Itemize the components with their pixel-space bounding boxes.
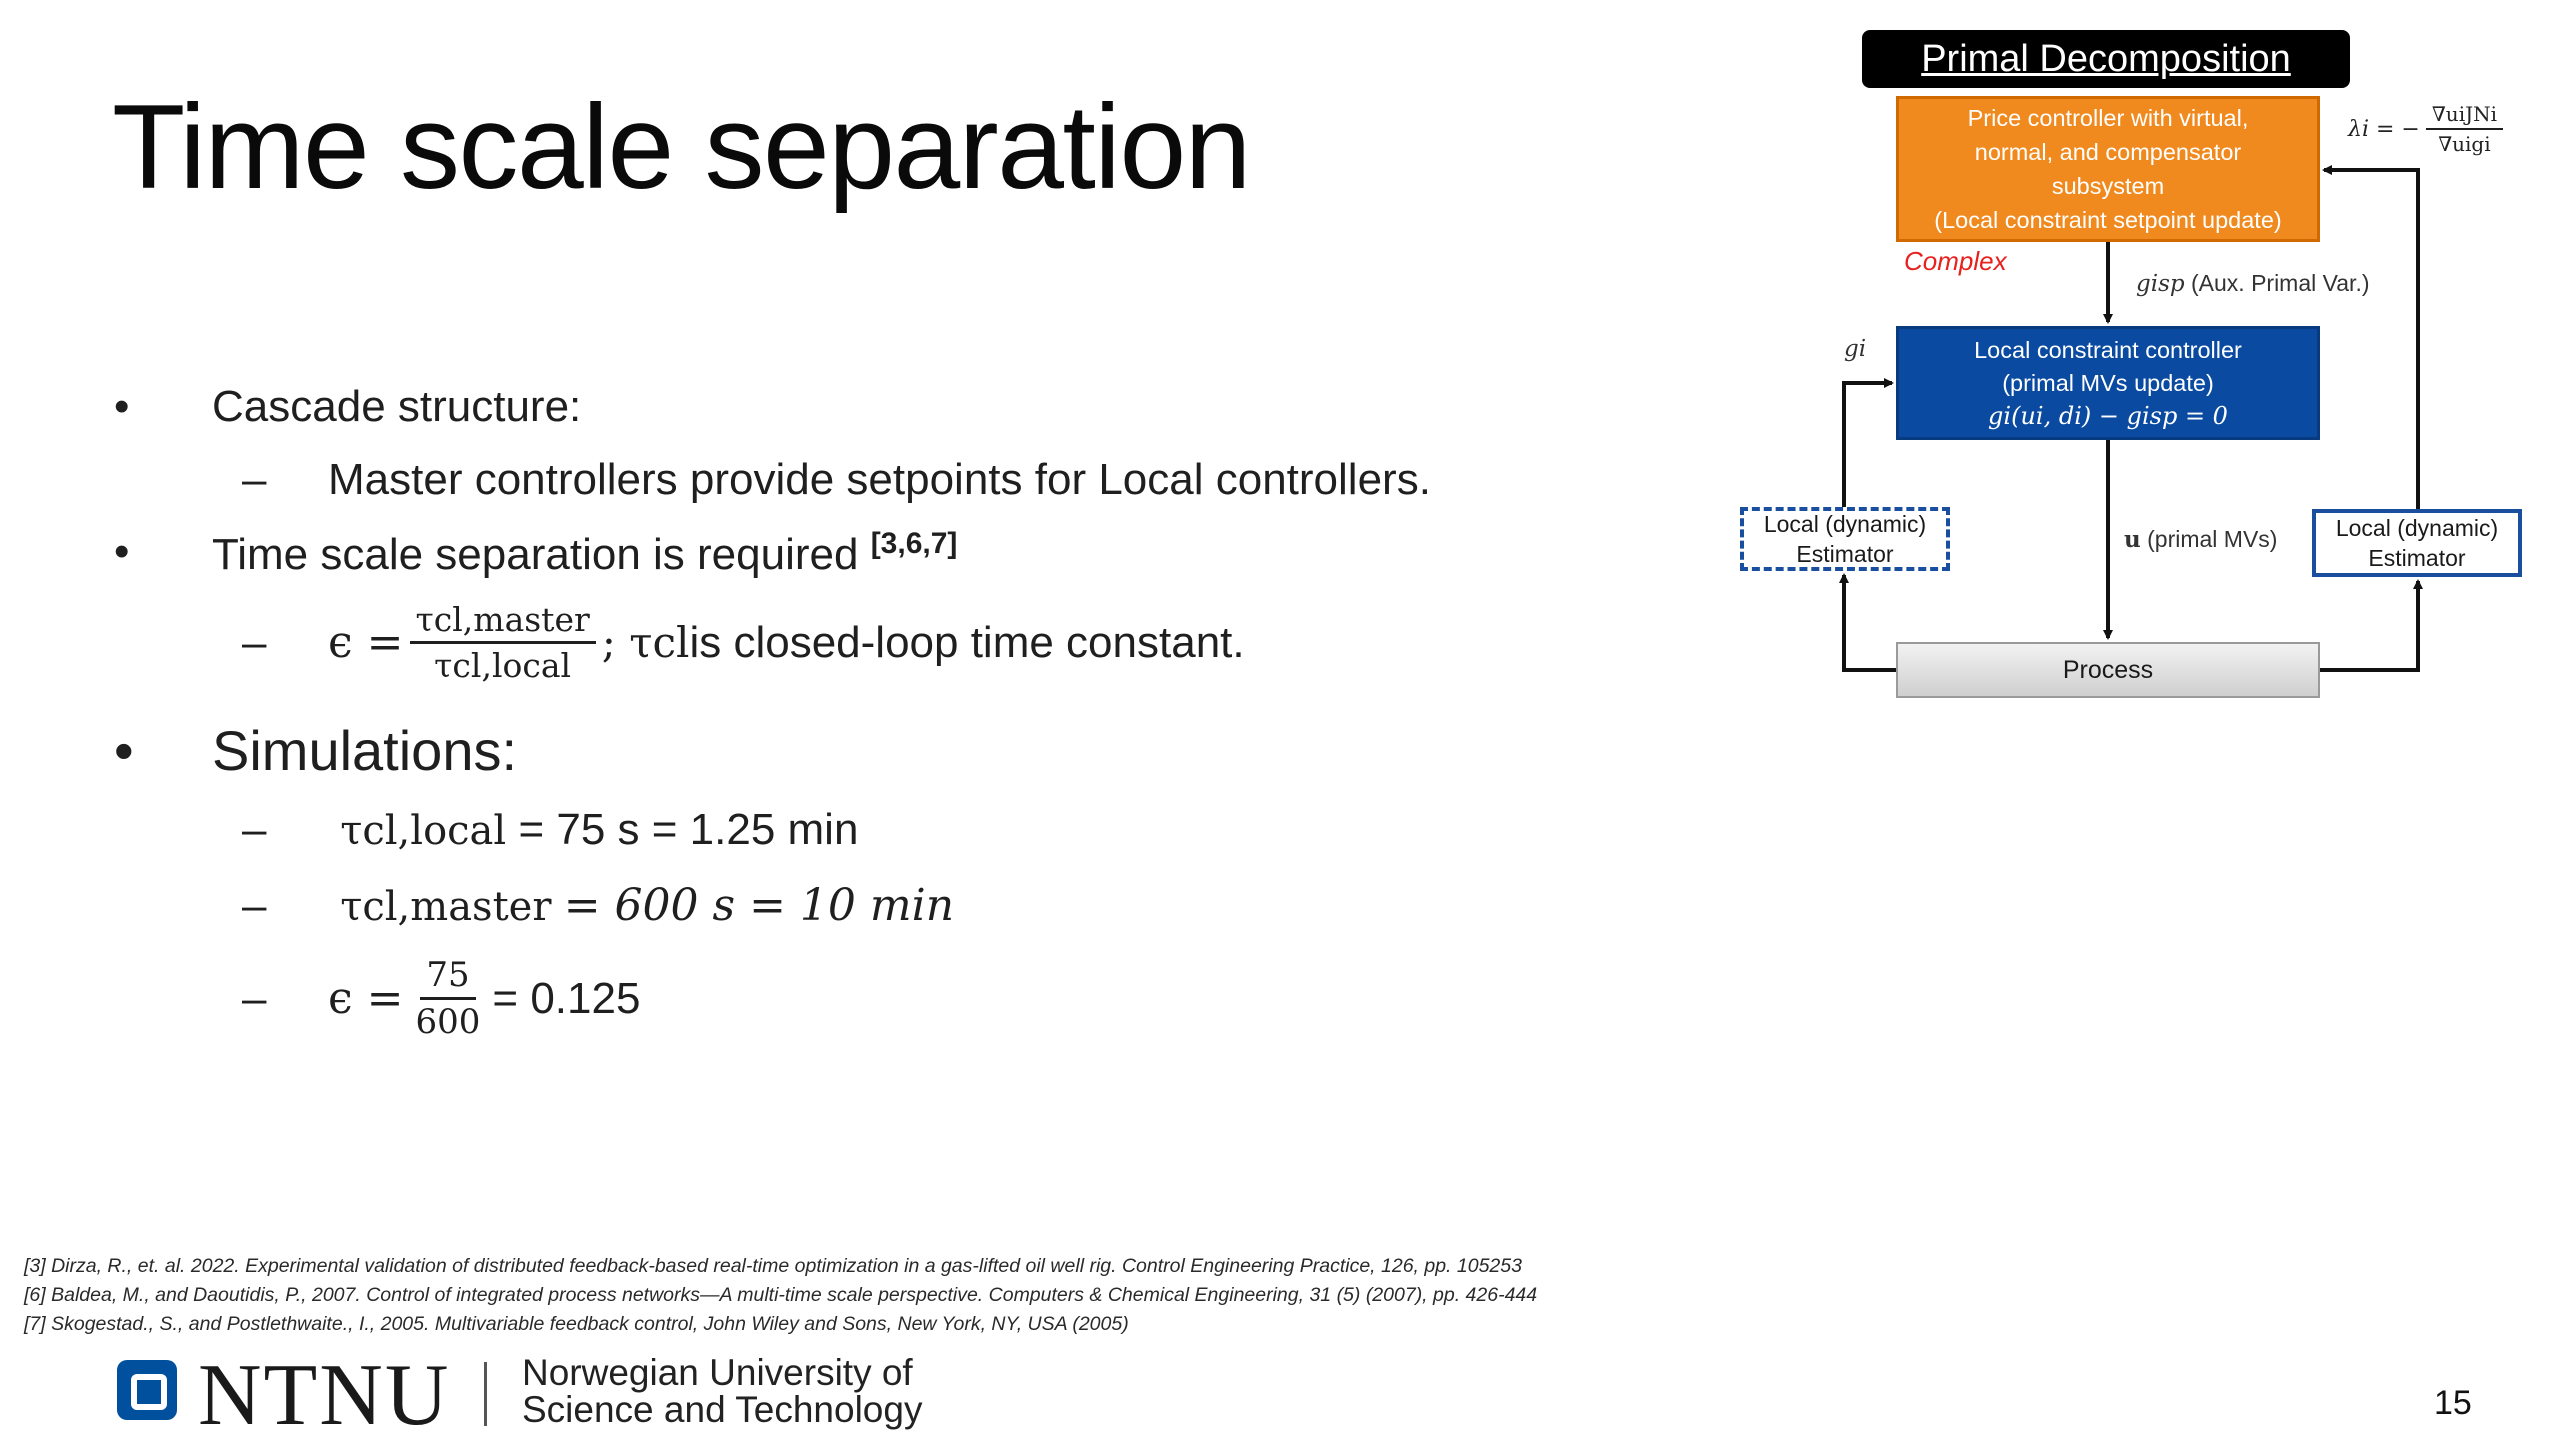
subbullet-text: Master controllers provide setpoints for…	[328, 455, 1431, 504]
lcc-line: (primal MVs update)	[2002, 369, 2214, 396]
price-line: Price controller with virtual,	[1967, 105, 2249, 131]
bullet-text: Simulations:	[212, 719, 518, 782]
reference-3: [3] Dirza, R., et. al. 2022. Experimenta…	[24, 1255, 1522, 1277]
tau-master-symbol: τcl,master	[340, 884, 552, 930]
bullet-cascade: • Cascade structure:	[114, 382, 581, 432]
arrow-left-estimator-to-lcc	[1842, 378, 1894, 507]
bullet-text: Cascade structure:	[212, 382, 582, 431]
dash-mark: –	[242, 455, 267, 504]
epsilon-fraction: τcl,master τcl,local	[409, 600, 596, 685]
university-name-line2: Science and Technology	[522, 1389, 923, 1430]
process-label: Process	[2062, 655, 2154, 684]
gi-label: gi	[1844, 336, 1867, 362]
ntnu-logo-text: NTNU	[198, 1347, 451, 1444]
estimator-line: Estimator	[1796, 541, 1894, 567]
estimator-line: Estimator	[2368, 545, 2466, 571]
arrow-right-estimator-to-price	[2322, 165, 2420, 509]
lambda-lhs: λi = −	[2348, 116, 2420, 142]
lambda-equation: λi = − ∇uiJNi ∇uigi	[2348, 102, 2509, 156]
process-box: Process	[1896, 642, 2320, 698]
dash-mark: –	[242, 805, 267, 854]
bullet-simulations: • Simulations:	[114, 718, 517, 783]
bullet-text: Time scale separation is required	[212, 529, 859, 579]
u-symbol: u	[2124, 526, 2141, 553]
ntnu-logo-icon	[117, 1360, 177, 1420]
bullet-mark: •	[114, 382, 130, 431]
fraction-denominator: 600	[415, 1002, 481, 1042]
price-line: (Local constraint setpoint update)	[1934, 207, 2282, 233]
dash-mark: –	[242, 617, 267, 667]
lambda-fraction: ∇uiJNi ∇uigi	[2425, 102, 2503, 156]
estimator-line: Local (dynamic)	[1763, 511, 1927, 537]
subbullet-tau-master: – τcl,master = 600 s = 10 min	[242, 880, 954, 931]
dash-mark: –	[242, 973, 267, 1023]
primal-mvs-label: u (primal MVs)	[2124, 526, 2277, 553]
fraction-numerator: 75	[420, 955, 476, 1000]
price-line: subsystem	[2051, 173, 2165, 199]
lcc-equation: gi(ui, di) − gisp = 0	[1988, 401, 2228, 430]
fraction-denominator: τcl,local	[434, 646, 572, 685]
lambda-denominator: ∇uigi	[2438, 132, 2491, 156]
reference-6: [6] Baldea, M., and Daoutidis, P., 2007.…	[24, 1284, 1538, 1306]
university-name-line1: Norwegian University of	[522, 1352, 913, 1393]
logo-divider	[484, 1362, 487, 1426]
subbullet-tau-local: – τcl,local = 75 s = 1.25 min	[242, 805, 858, 855]
epsilon-lhs: ϵ =	[328, 617, 404, 668]
lcc-line: Local constraint controller	[1974, 336, 2242, 363]
complex-label: Complex	[1904, 246, 2007, 276]
tau-master-value: = 600 s = 10 min	[563, 880, 955, 931]
dash-mark: –	[242, 881, 267, 930]
epsilon-fraction: 75 600	[410, 955, 487, 1042]
subbullet-master-controllers: – Master controllers provide setpoints f…	[242, 455, 1431, 505]
gsp-symbol: gisp	[2136, 271, 2185, 297]
tau-local-symbol: τcl,local	[340, 808, 507, 854]
subbullet-epsilon-definition: – ϵ = τcl,master τcl,local ; τcl is clos…	[242, 600, 1245, 685]
tau-local-value: = 75 s = 1.25 min	[518, 805, 859, 854]
bullet-mark: •	[114, 527, 130, 576]
tau-cl-symbol: ; τcl	[601, 618, 690, 667]
gsp-text: (Aux. Primal Var.)	[2191, 270, 2370, 296]
reference-7: [7] Skogestad., S., and Postlethwaite., …	[24, 1313, 1129, 1335]
arrow-process-to-left-estimator	[1839, 573, 1896, 672]
fraction-numerator: τcl,master	[409, 600, 596, 644]
price-controller-box: Price controller with virtual, normal, a…	[1896, 96, 2320, 242]
bullet-mark: •	[114, 719, 134, 782]
closed-loop-text: is closed-loop time constant.	[689, 617, 1245, 667]
local-constraint-controller-box: Local constraint controller (primal MVs …	[1896, 326, 2320, 440]
estimator-line: Local (dynamic)	[2335, 515, 2499, 541]
u-text: (primal MVs)	[2147, 526, 2278, 552]
arrow-process-to-right-estimator	[2320, 579, 2423, 672]
lambda-numerator: ∇uiJNi	[2425, 102, 2503, 130]
epsilon-lhs: ϵ =	[328, 973, 404, 1024]
bullet-time-scale: • Time scale separation is required [3,6…	[114, 527, 957, 580]
aux-primal-var-label: gisp (Aux. Primal Var.)	[2136, 270, 2370, 297]
primal-decomposition-header: Primal Decomposition	[1862, 30, 2350, 88]
left-estimator-box: Local (dynamic) Estimator	[1740, 507, 1950, 571]
subbullet-epsilon-value: – ϵ = 75 600 = 0.125	[242, 955, 640, 1042]
header-text: Primal Decomposition	[1921, 37, 2291, 80]
right-estimator-box: Local (dynamic) Estimator	[2312, 509, 2522, 577]
slide-title: Time scale separation	[112, 80, 1251, 214]
citation: [3,6,7]	[870, 527, 958, 560]
epsilon-result: = 0.125	[492, 973, 641, 1023]
price-line: normal, and compensator	[1974, 139, 2242, 165]
page-number: 15	[2434, 1384, 2472, 1422]
